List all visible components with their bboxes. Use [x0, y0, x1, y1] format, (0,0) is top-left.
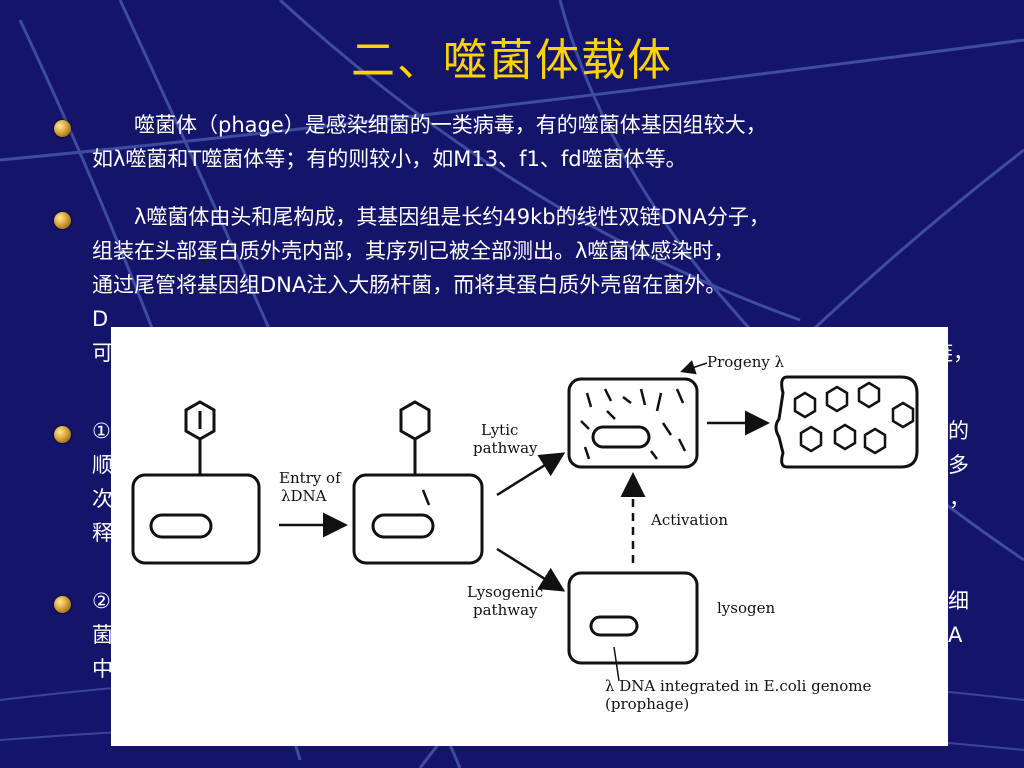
bullet-text: ① 顺 次 释 — [92, 419, 113, 545]
bullet-dot-icon — [54, 426, 71, 443]
activation-label: Activation — [650, 511, 728, 529]
lytic-cell — [567, 377, 699, 469]
bullet-text-fragment: 细 A — [948, 589, 969, 647]
lytic-label-line2: pathway — [473, 439, 538, 457]
integrated-label-line1: λ DNA integrated in E.coli genome — [605, 677, 872, 695]
integrated-label-line2: (prophage) — [605, 695, 689, 713]
bullet-dot-icon — [54, 596, 71, 613]
phage-1-icon — [184, 400, 216, 475]
bullet-text: ② 菌 中 — [92, 589, 113, 681]
burst-cell — [774, 375, 919, 469]
lysogen-label: lysogen — [717, 599, 775, 617]
host-cell-2 — [352, 473, 484, 565]
progeny-label: Progeny λ — [707, 353, 785, 371]
slide-title: 二、噬菌体载体 — [351, 35, 673, 86]
lytic-arrow — [496, 452, 566, 497]
bullet-dot-icon — [54, 120, 71, 137]
lysogenic-arrow — [496, 547, 566, 592]
lytic-label-line1: Lytic — [481, 421, 518, 439]
lysogen-cell — [567, 571, 699, 682]
entry-label-line2: λDNA — [281, 487, 327, 505]
entry-label-line1: Entry of — [279, 469, 342, 487]
lifecycle-diagram: Entry of λDNA Lytic pathway — [131, 353, 919, 713]
phage-2-icon — [399, 400, 431, 475]
bullet-dot-icon — [54, 212, 71, 229]
lysogenic-label-line1: Lysogenic — [467, 583, 543, 601]
bullet-text-fragment: 的 多 — [948, 419, 969, 477]
lysogenic-label-line2: pathway — [473, 601, 538, 619]
bullet-text: λ噬菌体由头和尾构成，其基因组是长约49kb的线性双链DNA分子， 组装在头部蛋… — [92, 205, 770, 365]
progeny-pointer — [680, 360, 708, 375]
prophage-pointer — [613, 646, 620, 682]
lambda-lifecycle-figure: Entry of λDNA Lytic pathway — [111, 327, 948, 746]
host-cell-1 — [131, 473, 261, 565]
bullet-text: 噬菌体（phage）是感染细菌的一类病毒，有的噬菌体基因组较大， 如λ噬菌和T噬… — [92, 113, 767, 171]
